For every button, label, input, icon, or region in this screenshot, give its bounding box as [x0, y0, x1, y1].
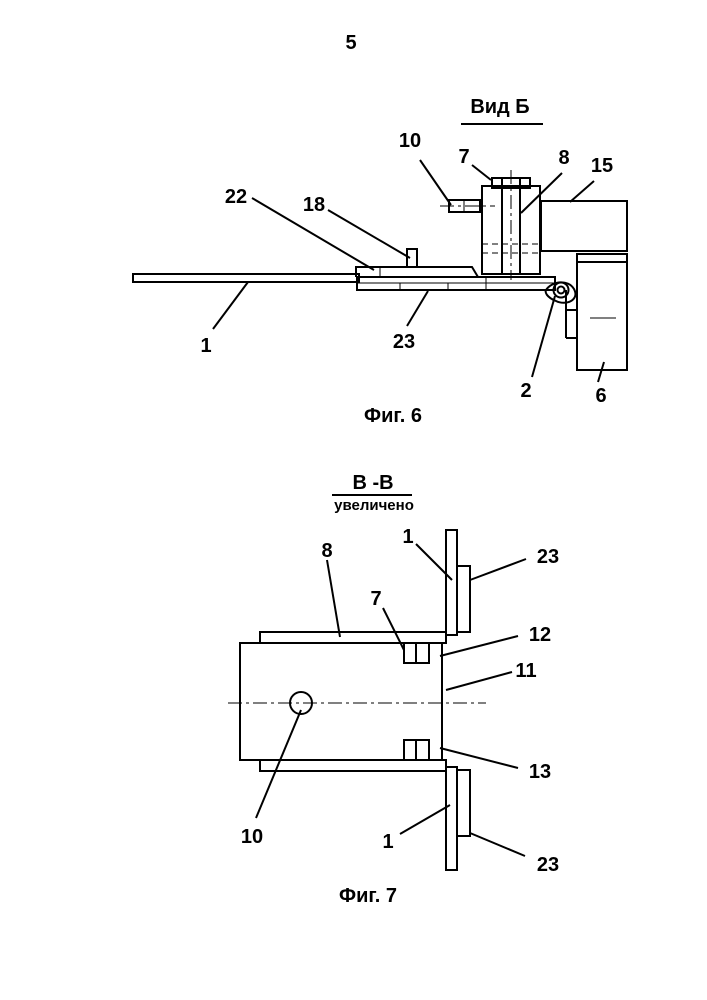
figure-7: В -В увеличено [228, 472, 559, 907]
fig6-label-8: 8 [558, 147, 569, 169]
fig6-label-1: 1 [200, 335, 211, 357]
fig7-caption: Фиг. 7 [339, 885, 397, 907]
fig7-section-subtitle: увеличено [334, 497, 414, 514]
fig6-label-22: 22 [225, 186, 247, 208]
sleeve-8 [482, 170, 540, 280]
figure-6: Вид Б [133, 96, 627, 427]
wall-part-6 [566, 254, 627, 370]
fig7-label-23-top: 23 [537, 546, 559, 568]
plate-23-upper [457, 566, 470, 632]
fig7-label-23-bottom: 23 [537, 854, 559, 876]
plate-23 [357, 277, 555, 290]
fig6-caption: Фиг. 6 [364, 405, 422, 427]
fig7-label-1-bottom: 1 [382, 831, 393, 853]
fig6-label-15: 15 [591, 155, 613, 177]
part-22 [356, 267, 478, 277]
fig6-label-10: 10 [399, 130, 421, 152]
wall-block-15 [541, 201, 627, 251]
plate-1 [133, 274, 359, 282]
fig6-label-7: 7 [458, 146, 469, 168]
fig7-label-10: 10 [241, 826, 263, 848]
hinge-2 [546, 282, 576, 302]
page-number: 5 [345, 32, 356, 54]
fig7-label-11: 11 [515, 660, 536, 682]
plate-23-lower [457, 770, 470, 836]
fig6-label-18: 18 [303, 194, 325, 216]
plate-1-upper [446, 530, 457, 635]
fig7-label-13: 13 [529, 761, 551, 783]
bolt-7-body [240, 643, 442, 760]
fig7-section-title: В -В [352, 472, 393, 494]
fig6-label-6: 6 [595, 385, 606, 407]
fig6-label-23: 23 [393, 331, 415, 353]
fig6-view-title: Вид Б [470, 96, 529, 118]
fig7-label-7: 7 [370, 588, 381, 610]
fig7-leaders [256, 544, 526, 856]
sleeve-8-top-wall [260, 632, 446, 643]
fig7-label-1-top: 1 [402, 526, 413, 548]
plate-1-lower [446, 767, 457, 870]
fig7-label-12: 12 [529, 624, 551, 646]
sleeve-8-bottom-wall [260, 760, 446, 771]
fig7-label-8: 8 [321, 540, 332, 562]
fig6-label-2: 2 [520, 380, 531, 402]
